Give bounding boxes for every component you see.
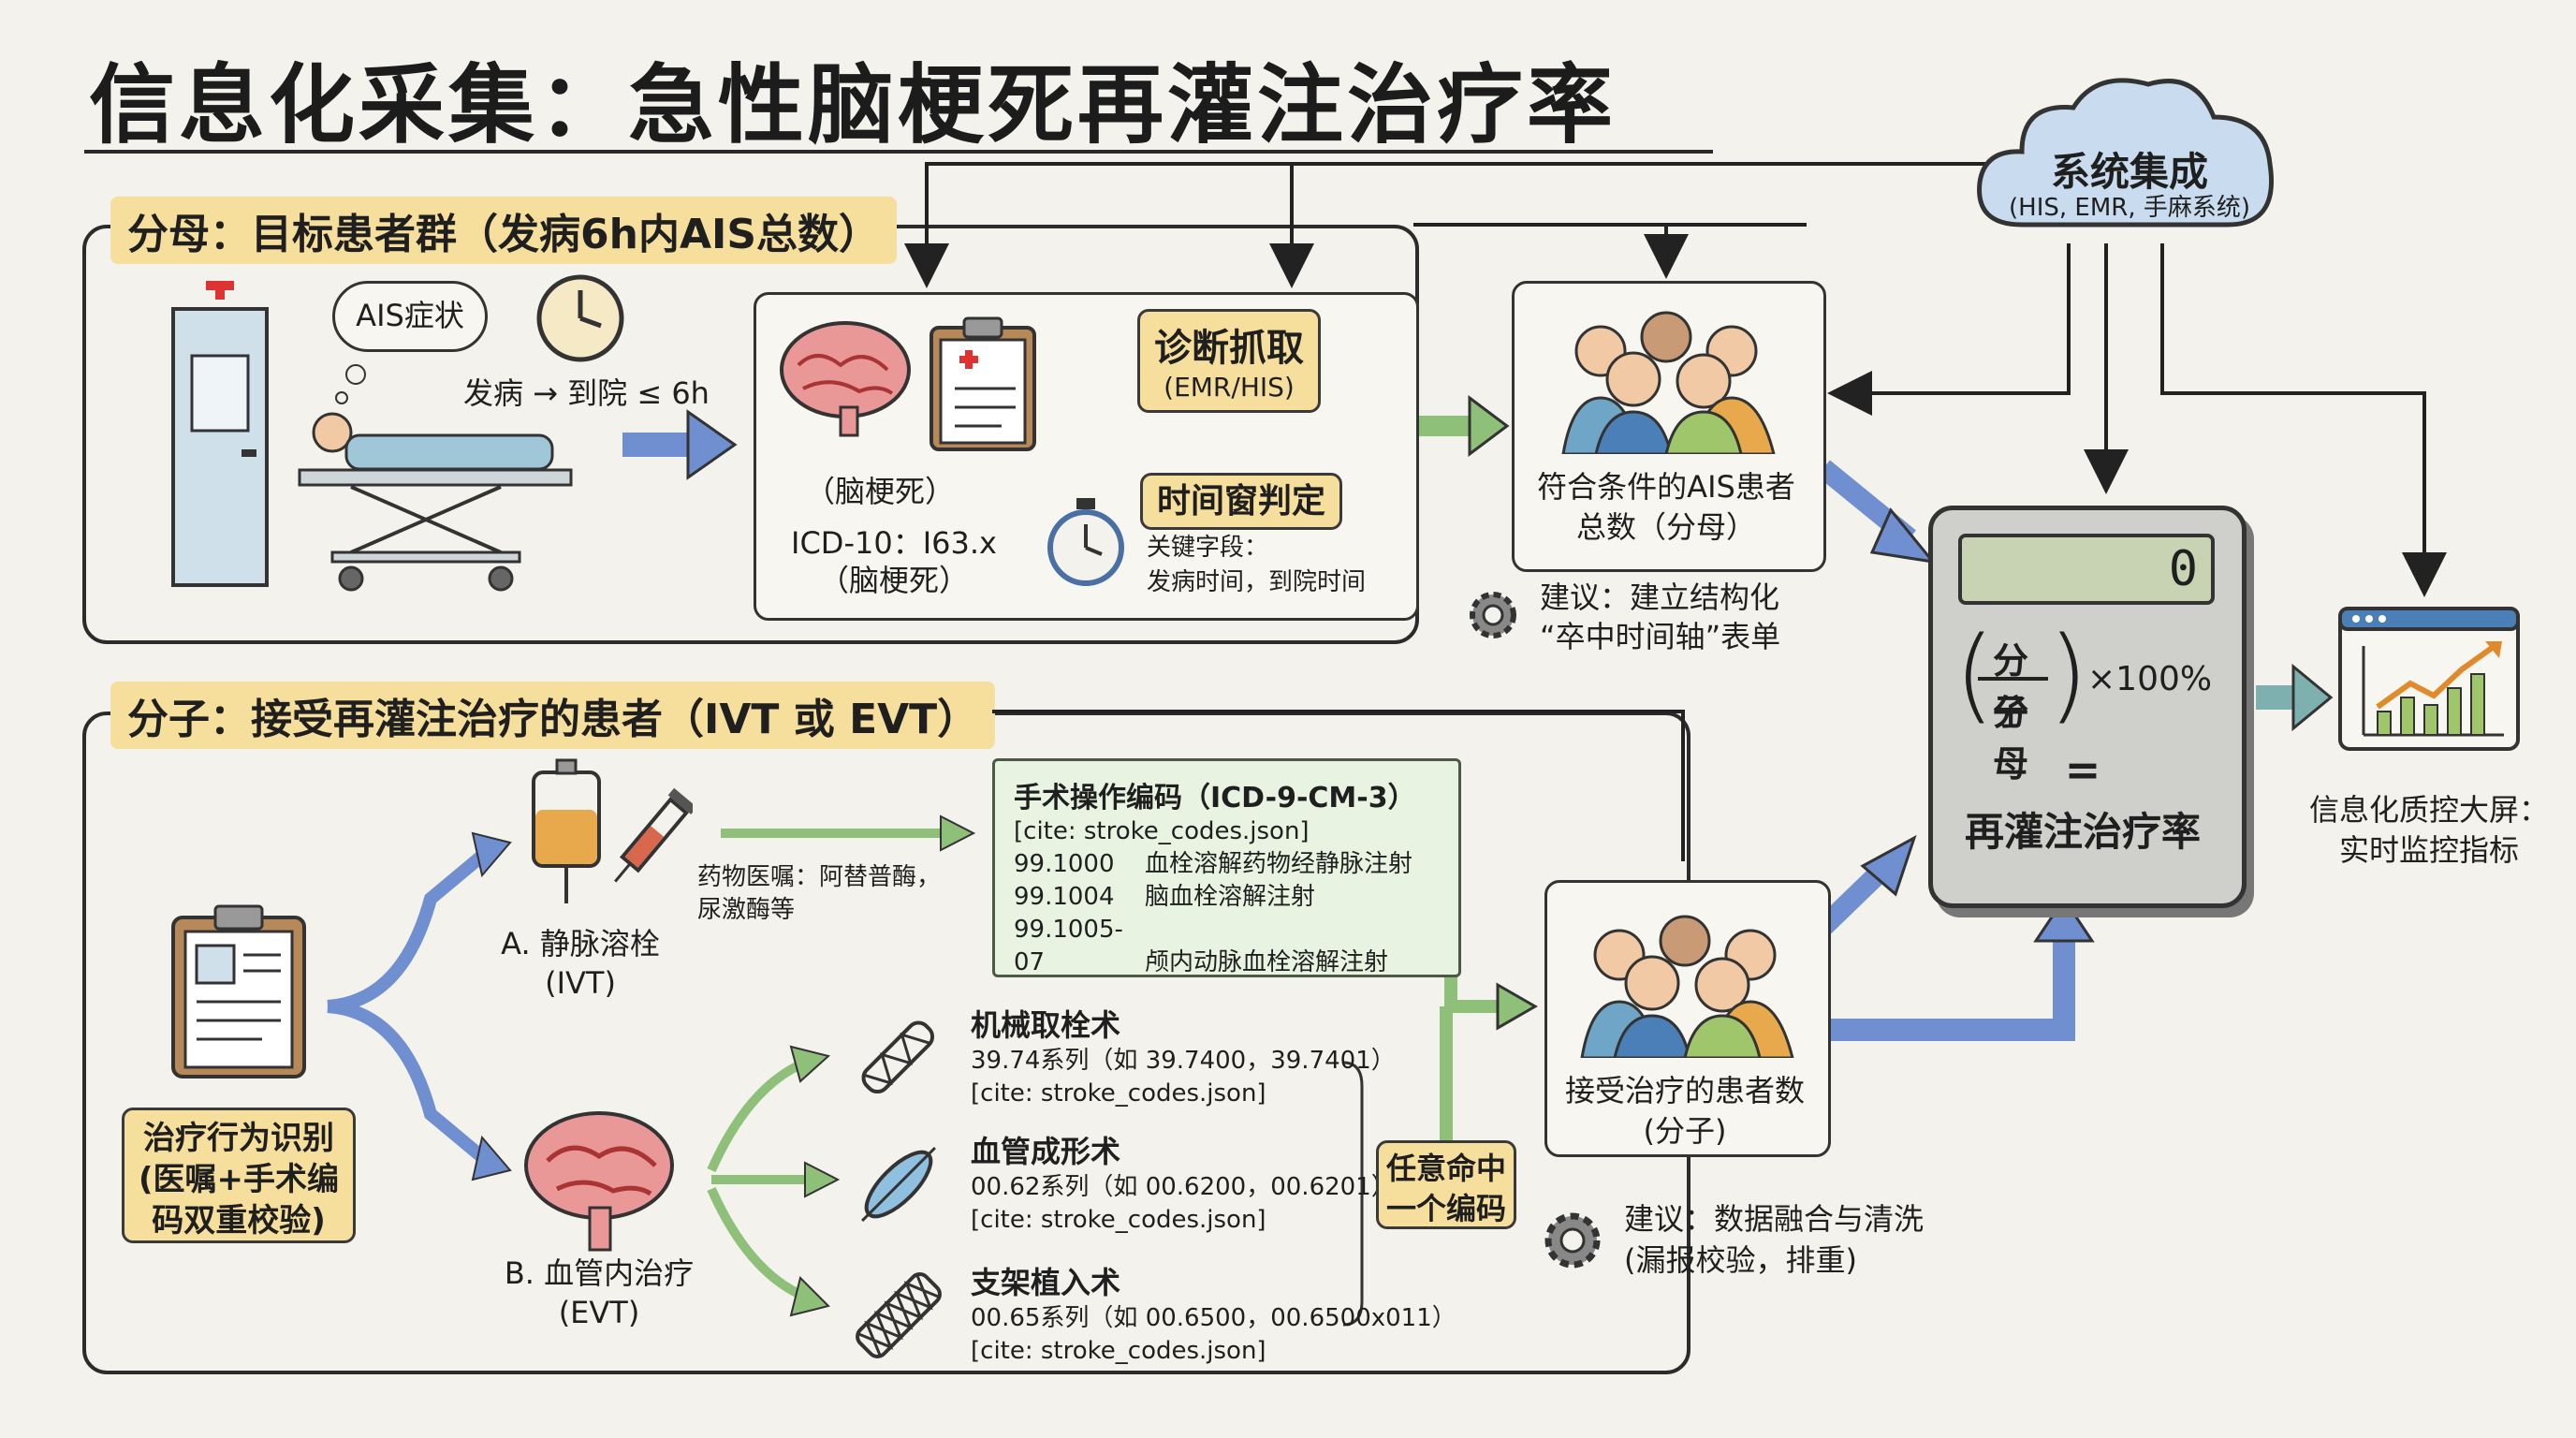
blue-arrow-head [686, 409, 738, 480]
gear-icon [1544, 1212, 1601, 1269]
treatment-identify-tag: 治疗行为识别 (医嘱+手术编 码双重校验) [122, 1108, 356, 1243]
denominator-suggestion-1: 建议：建立结构化 [1540, 580, 1780, 615]
calculator-display-value: 0 [2168, 541, 2198, 597]
treatment-identify-line-3: 码双重校验) [152, 1202, 326, 1240]
patient-group-icon [1580, 915, 1794, 1058]
fraction-denominator: 分母 [1992, 692, 2028, 785]
code-row-code: 99.1000 [1014, 850, 1115, 879]
hospital-door-icon [171, 281, 269, 587]
numerator-suggestion-2: (漏报校验，排重) [1624, 1242, 1857, 1278]
procedure-cite: [cite: stroke_codes.json] [971, 1337, 1266, 1366]
onset-window-text: 发病 → 到院 ≤ 6h [463, 375, 710, 411]
denominator-group-label-2: 总数（分母） [1575, 509, 1756, 545]
code-row-desc: 脑血栓溶解注射 [1145, 883, 1316, 912]
ivt-label-1: A. 静脉溶栓 [501, 926, 660, 961]
stent-mesh-icon [856, 1272, 942, 1358]
code-row-desc: 血栓溶解药物经静脉注射 [1145, 850, 1413, 879]
evt-label-1: B. 血管内治疗 [504, 1255, 695, 1291]
icd10-sub-label: （脑梗死） [818, 563, 969, 598]
denominator-section-label: 分母：目标患者群（发病6h内AIS总数） [110, 197, 898, 264]
procedure-name: 血管成形术 [971, 1134, 1121, 1169]
code-box-title: 手术操作编码（ICD-9-CM-3） [1014, 782, 1416, 814]
numerator-suggestion-1: 建议：数据融合与清洗 [1624, 1201, 1925, 1237]
treatment-identify-line-2: (医嘱+手术编 [138, 1161, 340, 1199]
any-code-hit-line-2: 一个编码 [1385, 1191, 1506, 1227]
treatment-identify-line-1: 治疗行为识别 [143, 1120, 334, 1157]
diagnosis-capture-tag: 诊断抓取 (EMR/HIS) [1137, 309, 1321, 413]
denominator-group-label-1: 符合条件的AIS患者 [1537, 469, 1795, 505]
dashboard-label-2: 实时监控指标 [2338, 832, 2519, 868]
key-fields-value: 发病时间，到院时间 [1147, 568, 1367, 596]
procedure-cite: [cite: stroke_codes.json] [971, 1079, 1266, 1108]
iv-bag-icon [532, 758, 601, 903]
numerator-section-label: 分子：接受再灌注治疗的患者（IVT 或 EVT） [110, 682, 996, 749]
code-row-code: 99.1004 [1014, 883, 1115, 912]
procedure-cite: [cite: stroke_codes.json] [971, 1206, 1266, 1235]
procedure-codes: 39.74系列（如 39.7400，39.7401） [971, 1047, 1396, 1075]
thrombectomy-stent-icon [861, 1020, 935, 1094]
brain-icon [780, 321, 911, 437]
code-box-cite: [cite: stroke_codes.json] [1014, 817, 1310, 845]
procedure-codes: 00.65系列（如 00.6500，00.6500x011） [971, 1304, 1456, 1332]
stopwatch-icon [1047, 498, 1124, 586]
denominator-suggestion-2: “卒中时间轴”表单 [1540, 619, 1781, 654]
numerator-group-label-1: 接受治疗的患者数 [1564, 1073, 1805, 1108]
formula-multiplier: ×100% [2087, 660, 2213, 698]
dashboard-label-1: 信息化质控大屏： [2308, 792, 2549, 828]
drug-order-2: 尿激酶等 [697, 896, 796, 924]
page-title: 信息化采集：急性脑梗死再灌注治疗率 [89, 55, 1617, 155]
symptom-bubble: AIS症状 [332, 281, 488, 352]
clipboard-cross-icon [929, 316, 1036, 451]
procedure-item: 支架植入术 00.65系列（如 00.6500，00.6500x011） [ci… [971, 1259, 1456, 1368]
code-row-code: 99.1005-07 [1014, 916, 1123, 977]
medical-record-clipboard-icon [171, 904, 306, 1078]
time-window-tag-text: 时间窗判定 [1156, 482, 1325, 521]
clock-icon [536, 274, 624, 362]
angioplasty-balloon-icon [861, 1147, 936, 1222]
patient-group-icon [1561, 311, 1776, 454]
symptom-bubble-text: AIS症状 [356, 298, 464, 334]
diagnosis-capture-title: 诊断抓取 [1154, 327, 1304, 370]
procedure-codes: 00.62系列（如 00.6200，00.6201） [971, 1173, 1396, 1201]
evt-label-2: (EVT) [558, 1295, 640, 1330]
title-underline [84, 150, 1713, 154]
procedure-name: 支架植入术 [971, 1265, 1121, 1300]
code-row: 99.1000 血栓溶解药物经静脉注射 [1014, 848, 1440, 881]
code-row: 99.1005-07 颅内动脉血栓溶解注射 [1014, 914, 1440, 979]
dashboard-chart-icon [2338, 607, 2520, 751]
system-sub: (HIS, EMR, 手麻系统) [2009, 194, 2250, 222]
code-row-desc: 颅内动脉血栓溶解注射 [1145, 948, 1389, 977]
any-code-hit-line-1: 任意命中 [1385, 1151, 1506, 1186]
procedure-code-box: 手术操作编码（ICD-9-CM-3） [cite: stroke_codes.j… [992, 758, 1461, 977]
procedure-item: 机械取栓术 39.74系列（如 39.7400，39.7401） [cite: … [971, 1002, 1396, 1110]
patient-stretcher-icon [298, 412, 573, 592]
procedure-item: 血管成形术 00.62系列（如 00.6200，00.6201） [cite: … [971, 1128, 1396, 1237]
fraction-numerator: 分子 [1992, 640, 2028, 733]
procedure-name: 机械取栓术 [971, 1007, 1121, 1043]
code-row: 99.1004 脑血栓溶解注射 [1014, 881, 1440, 914]
any-code-hit-tag: 任意命中 一个编码 [1376, 1140, 1516, 1229]
drug-order-1: 药物医嘱：阿替普酶， [697, 863, 942, 891]
brain-vessels-icon [524, 1111, 674, 1252]
key-fields-title: 关键字段： [1147, 534, 1269, 562]
cloud-icon [1977, 78, 2274, 227]
system-title: 系统集成 [2050, 149, 2208, 195]
time-window-tag: 时间窗判定 [1140, 473, 1342, 530]
infarct-label: （脑梗死） [804, 474, 955, 509]
syringe-icon [614, 787, 693, 883]
gear-icon [1470, 592, 1516, 638]
formula-fraction: ( 分子 分母 ) [1954, 614, 2088, 785]
formula-equals: = [2064, 744, 2101, 795]
diagnosis-capture-sub: (EMR/HIS) [1164, 372, 1295, 403]
icd10-label: ICD-10：I63.x [791, 525, 997, 561]
numerator-group-label-2: (分子) [1643, 1113, 1727, 1149]
formula-result: 再灌注治疗率 [1964, 809, 2201, 855]
ivt-label-2: (IVT) [545, 965, 616, 1001]
calculator-display: 0 [1958, 534, 2215, 605]
